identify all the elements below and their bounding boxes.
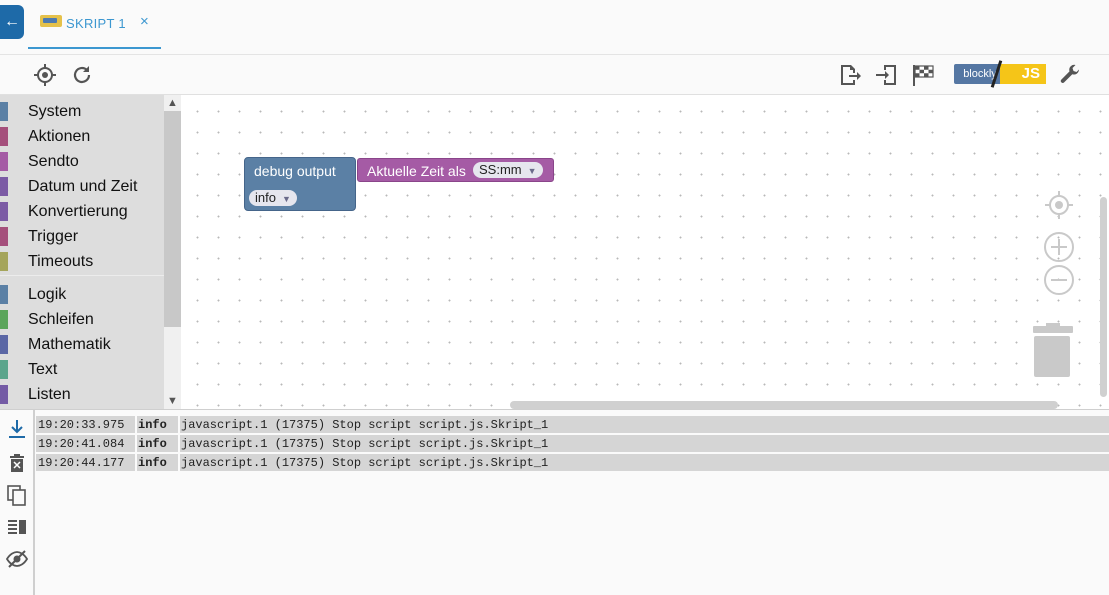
blockly-workspace[interactable]: debug output info ▼ Aktuelle Zeit als SS:… [181,95,1109,409]
close-icon[interactable]: × [140,13,149,30]
dropdown-arrow-icon: ▼ [527,166,537,176]
block-label: debug output [254,163,336,179]
tab-skript-1[interactable]: SKRIPT 1 × [28,0,161,49]
category-color [0,227,8,246]
log-time: 19:20:33.975 [38,418,125,432]
level-dropdown[interactable]: info ▼ [249,190,297,206]
category-label: Sendto [28,153,79,170]
blockly-js-toggle[interactable]: blockly JS [948,60,1046,88]
back-button[interactable]: ← [0,5,24,39]
toolbox-category[interactable]: Aktionen [0,124,164,149]
category-color [0,385,8,404]
log-severity: info [138,437,167,451]
hide-icon[interactable] [5,548,29,570]
category-label: Schleifen [28,311,94,328]
toolbox-category[interactable]: Schleifen [0,307,164,332]
wrench-icon[interactable] [1058,63,1082,87]
blockly-toolbox: System Aktionen Sendto Datum und Zeit Ko… [0,95,181,409]
category-label: Timeouts [28,253,94,270]
log-panel: 19:20:33.975 info javascript.1 (17375) S… [0,409,1109,595]
tab-label: SKRIPT 1 [66,16,126,31]
blockly-script-icon [40,15,62,27]
toggle-view-icon[interactable] [6,516,28,538]
toolbar: blockly JS [0,55,1109,95]
category-label: Mathematik [28,336,111,353]
category-label: Trigger [28,228,79,245]
workspace-horizontal-scrollbar[interactable] [510,401,1058,409]
log-row: 19:20:41.084 info javascript.1 (17375) S… [36,435,1109,452]
log-time: 19:20:41.084 [38,437,125,451]
workspace-vertical-scrollbar[interactable] [1100,197,1107,397]
category-color [0,252,8,271]
dropdown-arrow-icon: ▼ [281,194,291,204]
chevron-down-icon[interactable]: ▼ [167,395,178,407]
log-toolbar [0,410,35,595]
toolbox-category[interactable]: Trigger [0,224,164,249]
log-severity: info [138,456,167,470]
toolbox-scroll-thumb[interactable] [164,111,181,327]
dropdown-value: SS:mm [479,162,522,177]
log-message: javascript.1 (17375) Stop script script.… [181,456,549,470]
category-color [0,102,8,121]
debug-output-block[interactable]: debug output info ▼ [244,157,356,211]
column-separator [178,416,180,433]
toolbox-category[interactable]: Datum und Zeit [0,174,164,199]
toolbox-category[interactable]: Logik [0,282,164,307]
dropdown-value: info [255,190,276,205]
log-severity: info [138,418,167,432]
log-row: 19:20:33.975 info javascript.1 (17375) S… [36,416,1109,433]
column-separator [135,454,137,471]
format-dropdown[interactable]: SS:mm ▼ [473,162,543,178]
chevron-up-icon[interactable]: ▲ [167,97,178,109]
toolbox-category[interactable]: Listen [0,382,164,407]
column-separator [178,435,180,452]
category-color [0,360,8,379]
block-label: Aktuelle Zeit als [367,163,466,179]
log-time: 19:20:44.177 [38,456,125,470]
target-icon[interactable] [33,63,57,87]
category-color [0,177,8,196]
toolbox-category[interactable]: Timeouts [0,249,164,274]
import-icon[interactable] [875,63,899,87]
clear-log-icon[interactable] [6,452,28,474]
category-color [0,335,8,354]
toolbox-category[interactable]: Konvertierung [0,199,164,224]
log-row: 19:20:44.177 info javascript.1 (17375) S… [36,454,1109,471]
category-color [0,152,8,171]
category-label: Logik [28,286,67,303]
category-label: Konvertierung [28,203,128,220]
log-message: javascript.1 (17375) Stop script script.… [181,437,549,451]
column-separator [135,416,137,433]
current-time-block[interactable]: Aktuelle Zeit als SS:mm ▼ [357,158,554,182]
zoom-out-icon[interactable] [1044,265,1074,300]
zoom-in-icon[interactable] [1044,232,1074,267]
arrow-left-icon: ← [4,13,20,30]
trash-icon[interactable] [1031,323,1075,384]
category-label: Text [28,361,58,378]
category-label: System [28,103,82,120]
js-label: JS [1000,64,1046,84]
toolbox-category[interactable]: Text [0,357,164,382]
tab-bar: ← SKRIPT 1 × [0,0,1109,55]
recenter-icon[interactable] [1044,190,1074,225]
category-label: Aktionen [28,128,91,145]
export-icon[interactable] [838,63,862,87]
log-message: javascript.1 (17375) Stop script script.… [181,418,549,432]
category-label: Listen [28,386,71,403]
toolbox-category[interactable]: Sendto [0,149,164,174]
copy-icon[interactable] [6,484,28,506]
category-color [0,127,8,146]
column-separator [135,435,137,452]
reload-icon[interactable] [70,63,94,87]
category-separator [0,275,164,276]
column-separator [178,454,180,471]
category-label: Datum und Zeit [28,178,138,195]
category-color [0,310,8,329]
category-color [0,285,8,304]
scroll-down-icon[interactable] [6,418,28,440]
toolbox-category[interactable]: System [0,99,164,124]
toolbox-category[interactable]: Mathematik [0,332,164,357]
checkered-flag-icon[interactable] [911,63,935,87]
category-color [0,202,8,221]
